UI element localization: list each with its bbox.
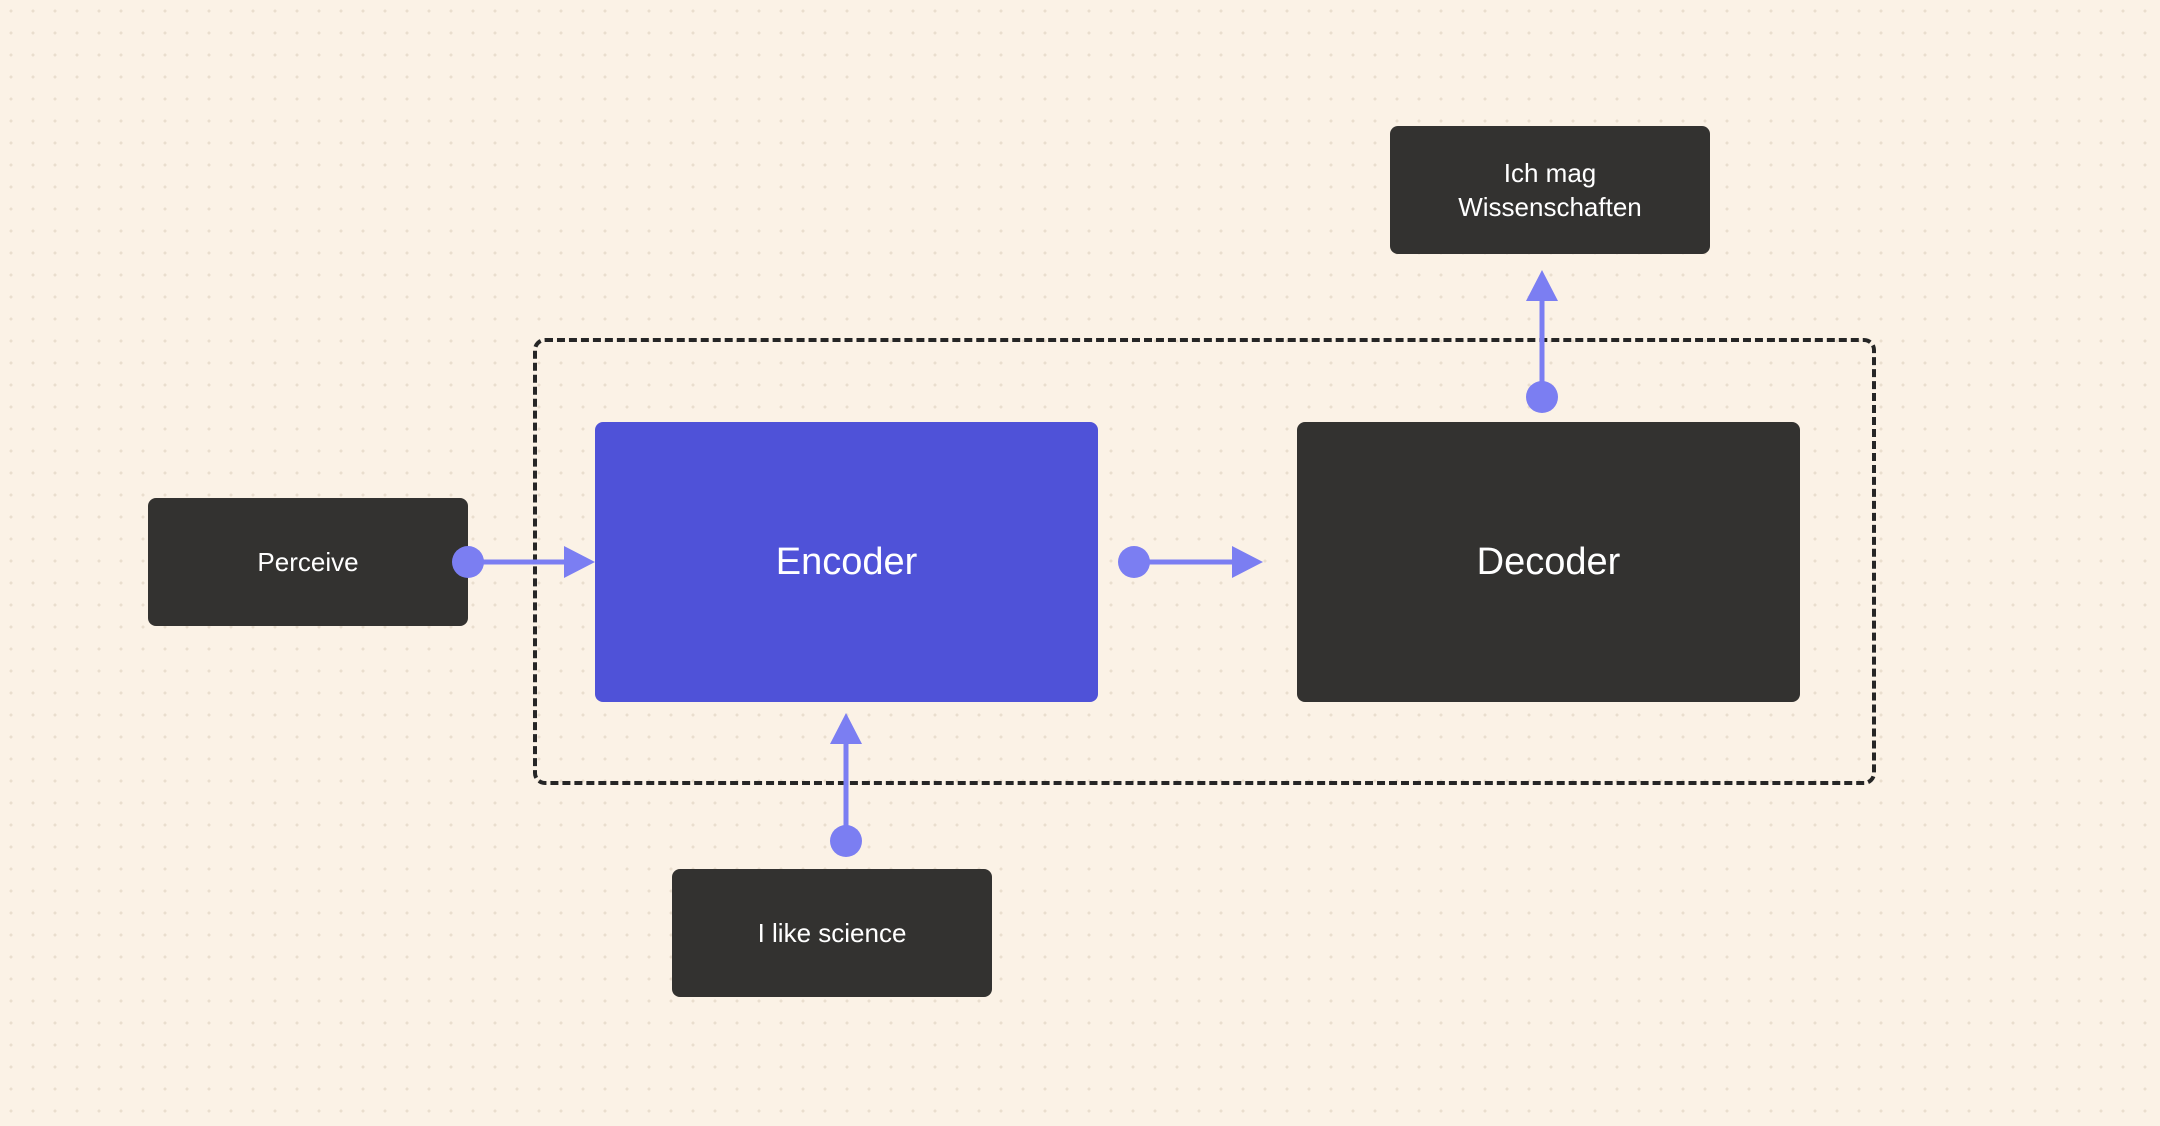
input-node[interactable]: I like science — [672, 869, 992, 997]
encoder-node[interactable]: Encoder — [595, 422, 1098, 702]
arrowhead-up-icon — [1526, 270, 1558, 301]
connector-dot — [830, 825, 862, 857]
output-label: Ich mag Wissenschaften — [1458, 158, 1642, 222]
encoder-label: Encoder — [775, 540, 918, 583]
input-label: I like science — [757, 918, 907, 948]
perceive-node[interactable]: Perceive — [148, 498, 468, 626]
decoder-label: Decoder — [1476, 540, 1621, 583]
output-node[interactable]: Ich mag Wissenschaften — [1390, 126, 1710, 254]
perceive-label: Perceive — [257, 547, 359, 577]
decoder-node[interactable]: Decoder — [1297, 422, 1800, 702]
